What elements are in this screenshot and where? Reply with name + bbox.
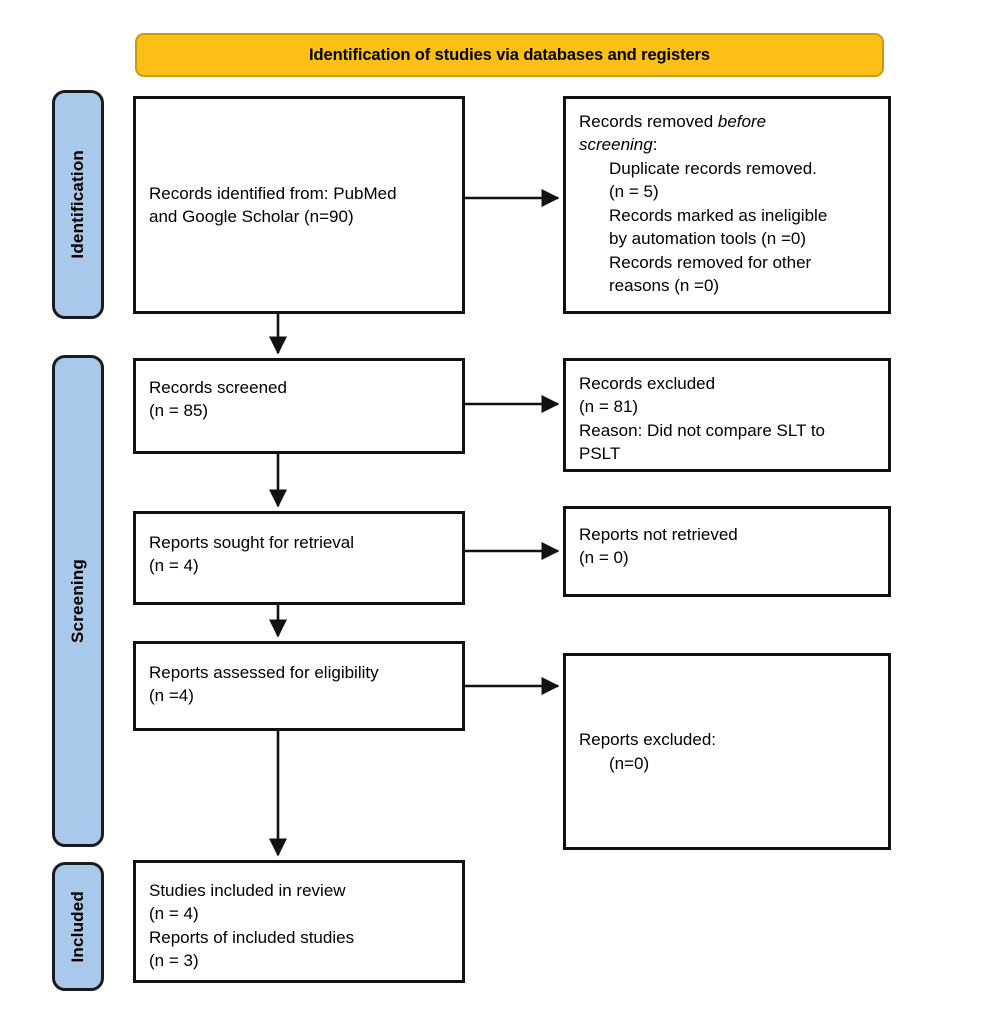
text-line: reasons (n =0)	[609, 276, 720, 296]
diagram-title: Identification of studies via databases …	[309, 45, 710, 64]
box-reports-assessed-for-eligibility: Reports assessed for eligibility (n =4)	[133, 641, 465, 731]
text-line: (n = 81)	[579, 397, 639, 417]
text-line: (n =4)	[149, 686, 194, 706]
box-records-removed-text: Records removed before screening: Duplic…	[566, 110, 840, 298]
text-line: (n = 5)	[609, 182, 659, 202]
box-records-screened: Records screened (n = 85)	[133, 358, 465, 454]
text-line: Reason: Did not compare SLT to	[579, 420, 826, 440]
diagram-header-banner: Identification of studies via databases …	[135, 33, 884, 77]
stage-label-screening: Screening	[52, 355, 104, 847]
text-line: Reports excluded:	[579, 730, 717, 750]
stage-label-identification: Identification	[52, 90, 104, 319]
box-reports-excluded-text: Reports excluded: (n=0)	[566, 728, 888, 775]
text-line: Duplicate records removed.	[609, 158, 817, 178]
text-line: Records excluded	[579, 374, 716, 393]
text-line-removed-0: Records removed before	[579, 112, 767, 131]
text-line: by automation tools (n =0)	[609, 229, 807, 249]
text-line-removed-1: screening:	[579, 135, 658, 155]
text-line: (n = 85)	[149, 401, 209, 421]
text-line: and Google Scholar (n=90)	[149, 207, 354, 226]
text-line: (n=0)	[609, 753, 650, 773]
text-line: PSLT	[579, 444, 621, 464]
box-reports-sought-for-retrieval: Reports sought for retrieval (n = 4)	[133, 511, 465, 605]
box-studies-included-text: Studies included in review (n = 4) Repor…	[136, 879, 367, 973]
text-line: Records removed for other	[609, 252, 812, 272]
box-reports-assessed-text: Reports assessed for eligibility (n =4)	[136, 661, 462, 708]
text-line: Reports of included studies	[149, 927, 355, 947]
box-reports-sought-text: Reports sought for retrieval (n = 4)	[136, 531, 462, 578]
text-line: Records screened	[149, 378, 287, 397]
box-records-excluded: Records excluded (n = 81) Reason: Did no…	[563, 358, 891, 472]
box-records-identified: Records identified from: PubMed and Goog…	[133, 96, 465, 314]
stage-label-included-text: Included	[68, 890, 87, 963]
text-line: Reports assessed for eligibility	[149, 663, 379, 682]
box-records-identified-text: Records identified from: PubMed and Goog…	[136, 182, 462, 229]
box-reports-not-retrieved-text: Reports not retrieved (n = 0)	[566, 523, 751, 570]
stage-label-screening-text: Screening	[68, 559, 87, 643]
stage-label-identification-text: Identification	[68, 150, 87, 259]
text-line: Records identified from: PubMed	[149, 183, 397, 203]
stage-label-included: Included	[52, 862, 104, 991]
text-line: Records marked as ineligible	[609, 205, 828, 225]
text-line: (n = 3)	[149, 951, 199, 971]
text-line: (n = 4)	[149, 556, 199, 576]
box-studies-included-in-review: Studies included in review (n = 4) Repor…	[133, 860, 465, 983]
emphasis-before: before	[717, 112, 767, 131]
text-line: (n = 4)	[149, 904, 199, 924]
emphasis-screening: screening	[579, 135, 653, 155]
text-line: Reports sought for retrieval	[149, 533, 355, 552]
box-records-excluded-text: Records excluded (n = 81) Reason: Did no…	[566, 372, 838, 466]
text-line: (n = 0)	[579, 548, 629, 568]
text-line: Reports not retrieved	[579, 525, 738, 544]
box-reports-not-retrieved: Reports not retrieved (n = 0)	[563, 506, 891, 597]
text-line: Studies included in review	[149, 881, 346, 900]
box-records-removed-before-screening: Records removed before screening: Duplic…	[563, 96, 891, 314]
box-records-screened-text: Records screened (n = 85)	[136, 376, 462, 423]
box-reports-excluded: Reports excluded: (n=0)	[563, 653, 891, 850]
